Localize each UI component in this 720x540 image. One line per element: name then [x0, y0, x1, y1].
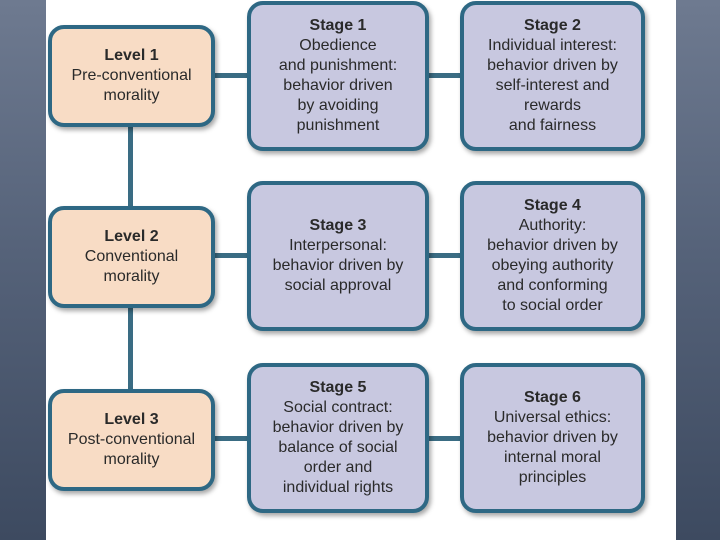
stage-4-description: Authority: behavior driven by obeying au…	[487, 217, 618, 314]
connector-stage5-stage6	[428, 436, 462, 441]
stage-6-title: Stage 6	[524, 389, 581, 406]
level-3-box: Level 3 Post-conventional morality	[48, 389, 215, 491]
stage-1-box: Stage 1 Obedience and punishment: behavi…	[247, 1, 429, 151]
stage-5-description: Social contract: behavior driven by bala…	[272, 399, 404, 496]
stage-3-box: Stage 3 Interpersonal: behavior driven b…	[247, 181, 429, 331]
connector-level1-stage1	[213, 73, 249, 78]
stage-6-description: Universal ethics: behavior driven by int…	[487, 409, 618, 486]
connector-stage1-stage2	[428, 73, 462, 78]
stage-3-description: Interpersonal: behavior driven by social…	[272, 237, 404, 294]
level-2-box: Level 2 Conventional morality	[48, 206, 215, 308]
stage-4-box: Stage 4 Authority: behavior driven by ob…	[460, 181, 645, 331]
level-2-description: Conventional morality	[84, 248, 179, 285]
stage-2-box: Stage 2 Individual interest: behavior dr…	[460, 1, 645, 151]
stage-2-description: Individual interest: behavior driven by …	[487, 37, 618, 134]
stage-5-title: Stage 5	[309, 379, 367, 396]
stage-3-title: Stage 3	[309, 217, 367, 234]
connector-stage3-stage4	[428, 253, 462, 258]
level-2-title: Level 2	[104, 228, 159, 245]
level-1-title: Level 1	[104, 47, 159, 64]
stage-1-title: Stage 1	[309, 17, 367, 34]
stage-6-box: Stage 6 Universal ethics: behavior drive…	[460, 363, 645, 513]
stage-1-description: Obedience and punishment: behavior drive…	[278, 37, 398, 134]
level-1-box: Level 1 Pre-conventional morality	[48, 25, 215, 127]
stage-4-title: Stage 4	[524, 197, 581, 214]
stage-2-title: Stage 2	[524, 17, 581, 34]
level-1-description: Pre-conventional morality	[71, 67, 192, 104]
connector-level3-stage5	[213, 436, 249, 441]
connector-level2-stage3	[213, 253, 249, 258]
stage-5-box: Stage 5 Social contract: behavior driven…	[247, 363, 429, 513]
level-3-description: Post-conventional morality	[67, 431, 196, 468]
level-3-title: Level 3	[104, 411, 159, 428]
